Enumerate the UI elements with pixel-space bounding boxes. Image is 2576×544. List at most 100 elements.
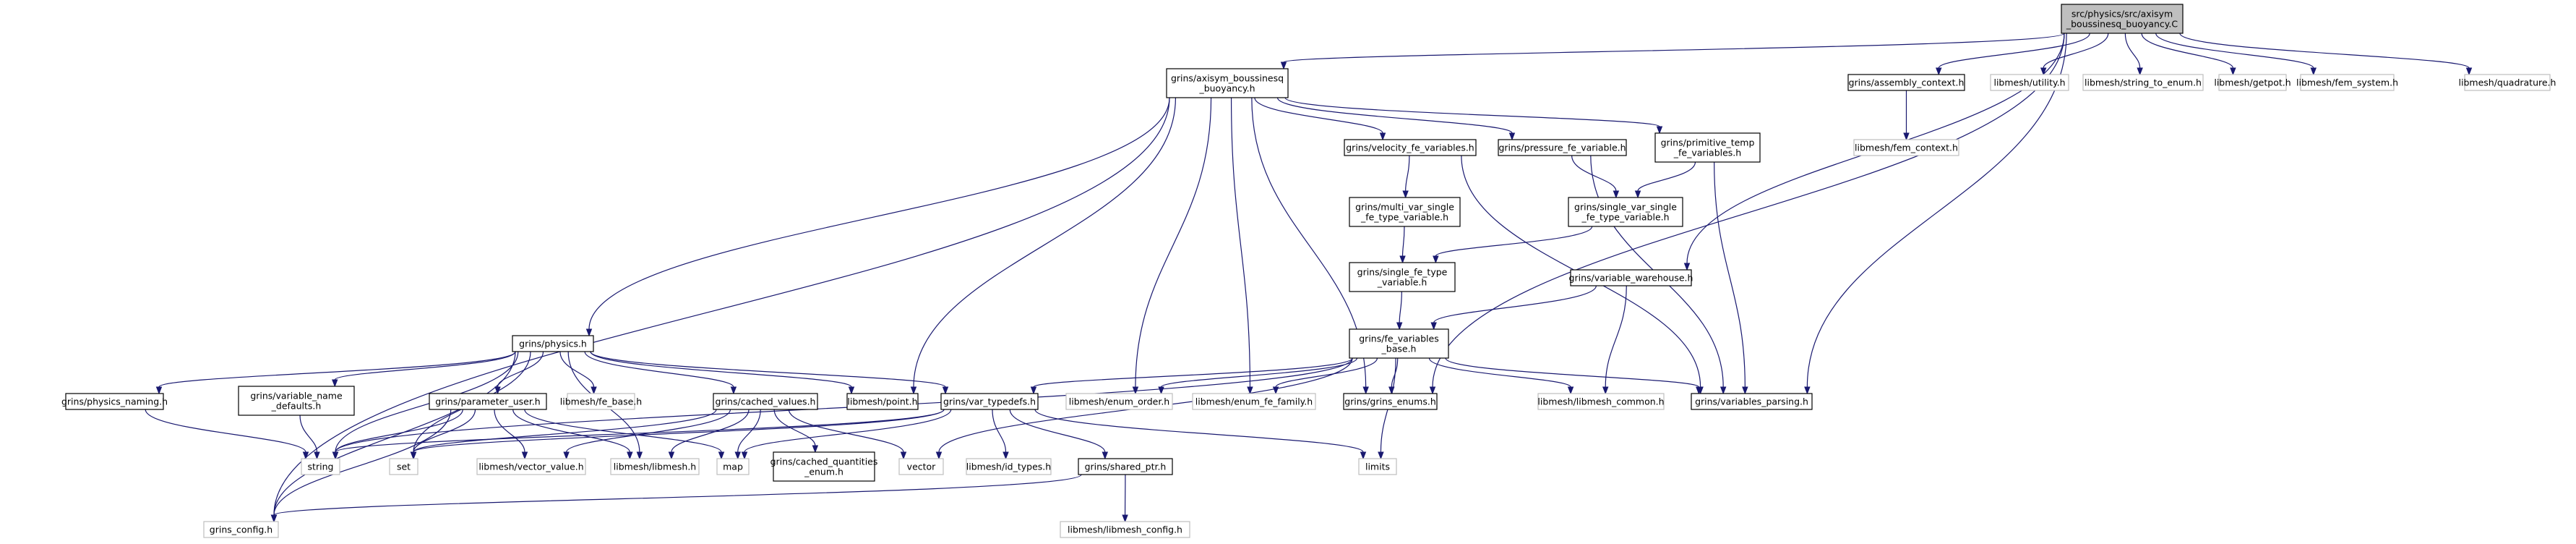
node-box[interactable] (2061, 4, 2184, 34)
node-label: _base.h (1381, 344, 1417, 354)
edge-parameter_user-to-libmesh_h (512, 409, 633, 460)
edge-axisym_h-to-velocity_fe (1254, 97, 1386, 141)
node-label: grins/assembly_context.h (1849, 77, 1965, 88)
node-box[interactable] (1691, 393, 1813, 410)
node-assembly-context[interactable]: grins/assembly_context.h (1847, 74, 1965, 91)
node-label: _fe_type_variable.h (1581, 212, 1669, 223)
edge-shared_ptr-to-libmesh_config (1122, 474, 1128, 523)
node-box[interactable] (1654, 132, 1761, 163)
node-velocity-fe[interactable]: grins/velocity_fe_variables.h (1344, 139, 1477, 156)
node-cached-values[interactable]: grins/cached_values.h (713, 393, 818, 410)
node-variables-parsing[interactable]: grins/variables_parsing.h (1691, 393, 1813, 410)
edge-parameter_user-to-vector_value (494, 409, 528, 460)
node-label: libmesh/enum_fe_family.h (1195, 396, 1313, 407)
edge-axisym_h-to-primitive_temp (1284, 97, 1663, 135)
node-label: grins/shared_ptr.h (1085, 462, 1167, 472)
node-libmesh-common: libmesh/libmesh_common.h (1537, 393, 1665, 410)
node-physics-naming[interactable]: grins/physics_naming.h (61, 393, 168, 410)
node-parameter-user[interactable]: grins/parameter_user.h (429, 393, 547, 410)
node-label: libmesh/libmesh_common.h (1537, 396, 1664, 407)
node-box[interactable] (429, 393, 547, 410)
node-id-types: libmesh/id_types.h (966, 458, 1052, 475)
node-box[interactable] (773, 451, 875, 482)
node-box (389, 458, 418, 475)
node-box[interactable] (940, 393, 1039, 410)
node-label: libmesh/utility.h (1993, 77, 2065, 88)
node-label: libmesh/enum_order.h (1069, 396, 1169, 407)
node-label: libmesh/getpot.h (2214, 77, 2291, 88)
node-box[interactable] (1166, 68, 1289, 98)
node-box[interactable] (1349, 197, 1461, 227)
node-label: grins/multi_var_single (1355, 202, 1454, 213)
node-box (1192, 393, 1316, 410)
node-box[interactable] (1349, 328, 1449, 359)
edge-axisym_h-to-enum_fe_family (1230, 97, 1253, 395)
edge-parameter_user-to-map (524, 409, 725, 460)
edge-root-to-string_to_enum (2124, 33, 2143, 76)
edge-primitive_temp-to-variables_parsing (1714, 161, 1748, 395)
node-label: libmesh/id_types.h (966, 462, 1051, 472)
node-label: grins/grins_enums.h (1344, 396, 1436, 407)
node-label: limits (1365, 462, 1390, 472)
node-shared-ptr[interactable]: grins/shared_ptr.h (1078, 458, 1173, 475)
edge-root-to-fem_system (2155, 33, 2317, 76)
edge-assembly_context-to-fem_context (1903, 90, 1910, 141)
node-box[interactable] (1570, 269, 1692, 286)
node-primitive-temp[interactable]: grins/primitive_temp_fe_variables.h (1654, 132, 1761, 163)
node-box[interactable] (1349, 262, 1456, 292)
edge-root-to-assembly_context (1936, 33, 2090, 76)
node-pressure-fe[interactable]: grins/pressure_fe_variable.h (1498, 139, 1627, 156)
node-var-typedefs[interactable]: grins/var_typedefs.h (940, 393, 1039, 410)
node-box[interactable] (1498, 139, 1627, 156)
edge-physics-to-physics_naming (155, 351, 516, 395)
edge-cached_values-to-cached_quantities_enum (773, 409, 819, 454)
node-label: set (397, 462, 411, 472)
node-box[interactable] (1343, 393, 1438, 410)
edge-physics_naming-to-string (145, 409, 309, 460)
edge-root-to-axisym_h (1280, 33, 2065, 70)
node-label: grins/parameter_user.h (435, 396, 540, 407)
node-variable-name-defaults[interactable]: grins/variable_name_defaults.h (238, 386, 355, 416)
node-utility: libmesh/utility.h (1990, 74, 2069, 91)
node-box[interactable] (1344, 139, 1477, 156)
node-box[interactable] (65, 393, 164, 410)
node-multi-var[interactable]: grins/multi_var_single_fe_type_variable.… (1349, 197, 1461, 227)
node-box[interactable] (238, 386, 355, 416)
node-single-var[interactable]: grins/single_var_single_fe_type_variable… (1568, 197, 1683, 227)
edge-single_var-to-single_fe_type (1433, 226, 1593, 264)
node-box[interactable] (1568, 197, 1683, 227)
edge-cached_values-to-vector (788, 409, 907, 460)
edge-root-to-grins_enums (1429, 33, 2065, 395)
node-label: grins/primitive_temp (1661, 137, 1755, 148)
node-enum-order: libmesh/enum_order.h (1065, 393, 1173, 410)
edges-layer (145, 33, 2473, 523)
node-physics[interactable]: grins/physics.h (512, 335, 594, 352)
edge-axisym_h-to-point (910, 97, 1177, 395)
node-variable-warehouse[interactable]: grins/variable_warehouse.h (1569, 269, 1693, 286)
nodes-layer: src/physics/src/axisym_boussinesq_buoyan… (61, 4, 2556, 538)
node-box[interactable] (512, 335, 594, 352)
node-box[interactable] (713, 393, 818, 410)
node-label: grins/fe_variables (1359, 333, 1438, 344)
edge-var_typedefs-to-id_types (992, 409, 1009, 460)
node-string-to-enum: libmesh/string_to_enum.h (2082, 74, 2204, 91)
node-label: _variable.h (1377, 277, 1427, 288)
node-cached-quantities-enum[interactable]: grins/cached_quantities_enum.h (770, 451, 878, 482)
node-box[interactable] (1078, 458, 1173, 475)
node-root[interactable]: src/physics/src/axisym_boussinesq_buoyan… (2061, 4, 2184, 34)
node-box (1853, 139, 1959, 156)
node-limits: limits (1358, 458, 1397, 475)
node-label: _fe_variables.h (1673, 148, 1741, 158)
node-axisym-h[interactable]: grins/axisym_boussinesq_buoyancy.h (1166, 68, 1289, 98)
edge-root-to-variables_parsing (1804, 33, 2067, 395)
node-fe-variables-base[interactable]: grins/fe_variables_base.h (1349, 328, 1449, 359)
node-vector: vector (898, 458, 944, 475)
node-label: grins/cached_values.h (716, 396, 816, 407)
node-grins-enums[interactable]: grins/grins_enums.h (1343, 393, 1438, 410)
node-single-fe-type[interactable]: grins/single_fe_type_variable.h (1349, 262, 1456, 292)
node-point[interactable]: libmesh/point.h (846, 393, 919, 410)
node-box[interactable] (1847, 74, 1965, 91)
node-box[interactable] (846, 393, 919, 410)
node-box (966, 458, 1052, 475)
